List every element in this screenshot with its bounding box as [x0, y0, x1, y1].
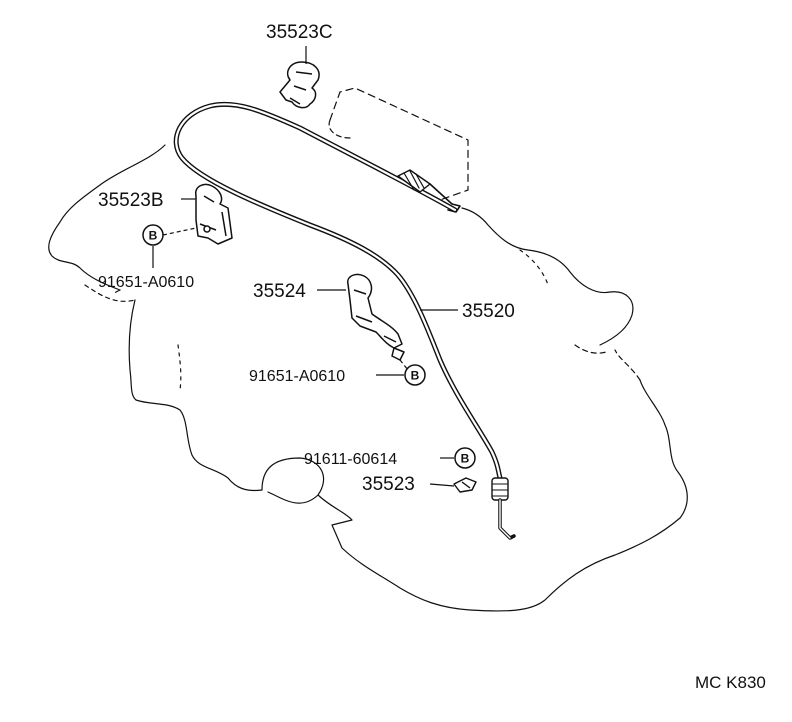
label-35520: 35520: [462, 301, 515, 322]
leader-bolt-upper-dashed: [162, 227, 197, 236]
diagram-code: MC K830: [695, 673, 766, 692]
clamp-35523c-drawing: [279, 61, 320, 109]
clamp-35523b-drawing: [195, 183, 233, 245]
label-35524: 35524: [253, 281, 306, 302]
clamp-35524-drawing: [347, 273, 405, 361]
label-91651-upper: 91651-A0610: [98, 274, 194, 291]
leader-35523: [429, 483, 455, 487]
label-91651-lower: 91651-A0610: [249, 368, 345, 385]
clip-35523-drawing: [453, 477, 477, 493]
svg-text:B: B: [411, 369, 420, 383]
svg-text:B: B: [461, 452, 470, 466]
svg-text:B: B: [149, 229, 158, 243]
label-35523: 35523: [362, 474, 415, 495]
bolt-symbol-91611: B: [454, 447, 476, 469]
bolt-symbol-lower: B: [404, 364, 426, 386]
label-35523c: 35523C: [266, 22, 333, 43]
label-91611: 91611-60614: [304, 451, 397, 468]
control-cable: [173, 101, 516, 540]
engine-outline: [48, 87, 688, 612]
label-35523b: 35523B: [98, 190, 164, 211]
bolt-symbol-upper: B: [142, 224, 164, 246]
